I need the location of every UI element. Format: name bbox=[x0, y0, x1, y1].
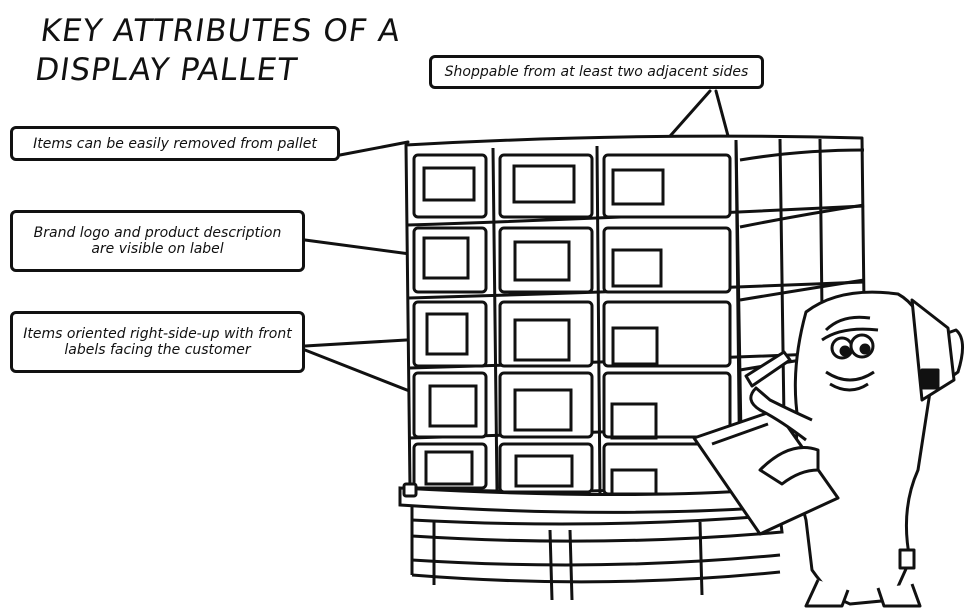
callout-removable-text: Items can be easily removed from pallet bbox=[33, 136, 317, 152]
callout-shoppable-text: Shoppable from at least two adjacent sid… bbox=[445, 64, 749, 80]
callout-oriented-text: Items oriented right-side-up with front … bbox=[21, 326, 294, 358]
leader-removable bbox=[340, 142, 408, 155]
callout-oriented: Items oriented right-side-up with front … bbox=[10, 311, 305, 373]
callout-shoppable: Shoppable from at least two adjacent sid… bbox=[429, 55, 764, 89]
wooden-pallet bbox=[400, 484, 782, 600]
callout-removable: Items can be easily removed from pallet bbox=[10, 126, 340, 161]
callout-brand-text: Brand logo and product description are v… bbox=[21, 225, 294, 257]
title-line-1: KEY ATTRIBUTES OF A bbox=[38, 12, 423, 51]
title-line-2: DISPLAY PALLET bbox=[33, 51, 418, 90]
callout-brand: Brand logo and product description are v… bbox=[10, 210, 305, 272]
page-title: KEY ATTRIBUTES OF A DISPLAY PALLET bbox=[33, 12, 424, 90]
product-cases bbox=[414, 155, 730, 496]
